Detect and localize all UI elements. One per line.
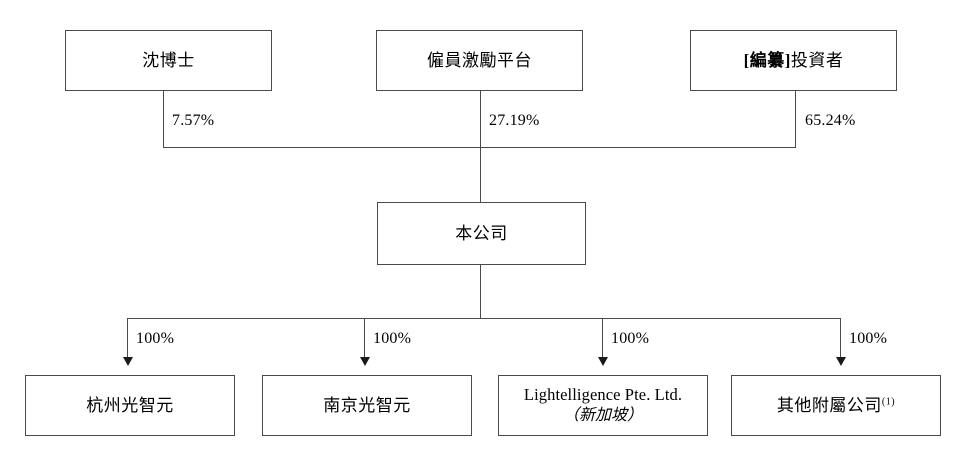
shareholder-label-1: 沈博士 xyxy=(142,50,195,70)
shareholder-box-3[interactable]: [編纂]投資者 xyxy=(690,30,897,91)
arrow-down-icon-subsidiary-1 xyxy=(123,357,133,366)
subsidiary-footnote-marker-4: (1) xyxy=(881,396,896,408)
subsidiary-box-4[interactable]: 其他附屬公司(1) xyxy=(731,375,941,436)
percent-label-shareholder-3: 65.24% xyxy=(805,112,856,129)
percent-label-shareholder-1: 7.57% xyxy=(172,112,215,129)
arrow-down-icon-subsidiary-2 xyxy=(360,357,370,366)
subsidiary-label-3: Lightelligence Pte. Ltd. xyxy=(523,385,683,405)
percent-label-subsidiary-1: 100% xyxy=(136,330,175,347)
subsidiary-box-1[interactable]: 杭州光智元 xyxy=(25,375,235,436)
subsidiary-sublabel-3: （新加坡） xyxy=(562,406,643,424)
company-label: 本公司 xyxy=(455,223,508,243)
connector-subsidiary-3-drop xyxy=(602,318,603,359)
arrow-down-icon-subsidiary-4 xyxy=(836,357,846,366)
subsidiary-box-2[interactable]: 南京光智元 xyxy=(262,375,472,436)
shareholder-label-2: 僱員激勵平台 xyxy=(427,50,532,70)
percent-label-shareholder-2: 27.19% xyxy=(489,112,540,129)
subsidiary-label-2: 南京光智元 xyxy=(323,395,411,415)
shareholder-label-3-rest: 投資者 xyxy=(790,50,844,70)
connector-subsidiary-4-drop xyxy=(840,318,841,359)
subsidiary-label-4: 其他附屬公司(1) xyxy=(777,395,895,416)
shareholder-label-3-bracket: [編纂] xyxy=(743,50,791,70)
connector-subsidiary-2-drop xyxy=(364,318,365,359)
connector-company-drop xyxy=(480,265,481,318)
percent-label-subsidiary-4: 100% xyxy=(849,330,888,347)
connector-shareholder-1-drop xyxy=(163,91,164,147)
connector-subsidiary-1-drop xyxy=(127,318,128,359)
subsidiary-label-4-text: 其他附屬公司 xyxy=(776,395,882,415)
percent-label-subsidiary-2: 100% xyxy=(373,330,412,347)
connector-shareholder-bus xyxy=(163,147,796,148)
shareholder-box-1[interactable]: 沈博士 xyxy=(65,30,272,91)
subsidiary-box-3[interactable]: Lightelligence Pte. Ltd. （新加坡） xyxy=(498,375,708,436)
shareholder-box-2[interactable]: 僱員激勵平台 xyxy=(376,30,583,91)
arrow-down-icon-subsidiary-3 xyxy=(598,357,608,366)
connector-shareholder-2-drop xyxy=(480,91,481,202)
percent-label-subsidiary-3: 100% xyxy=(611,330,650,347)
shareholder-label-3: [編纂]投資者 xyxy=(744,50,844,71)
connector-shareholder-3-drop xyxy=(795,91,796,147)
company-box[interactable]: 本公司 xyxy=(377,202,586,265)
subsidiary-label-1: 杭州光智元 xyxy=(86,395,174,415)
connector-subsidiary-bus xyxy=(127,318,841,319)
